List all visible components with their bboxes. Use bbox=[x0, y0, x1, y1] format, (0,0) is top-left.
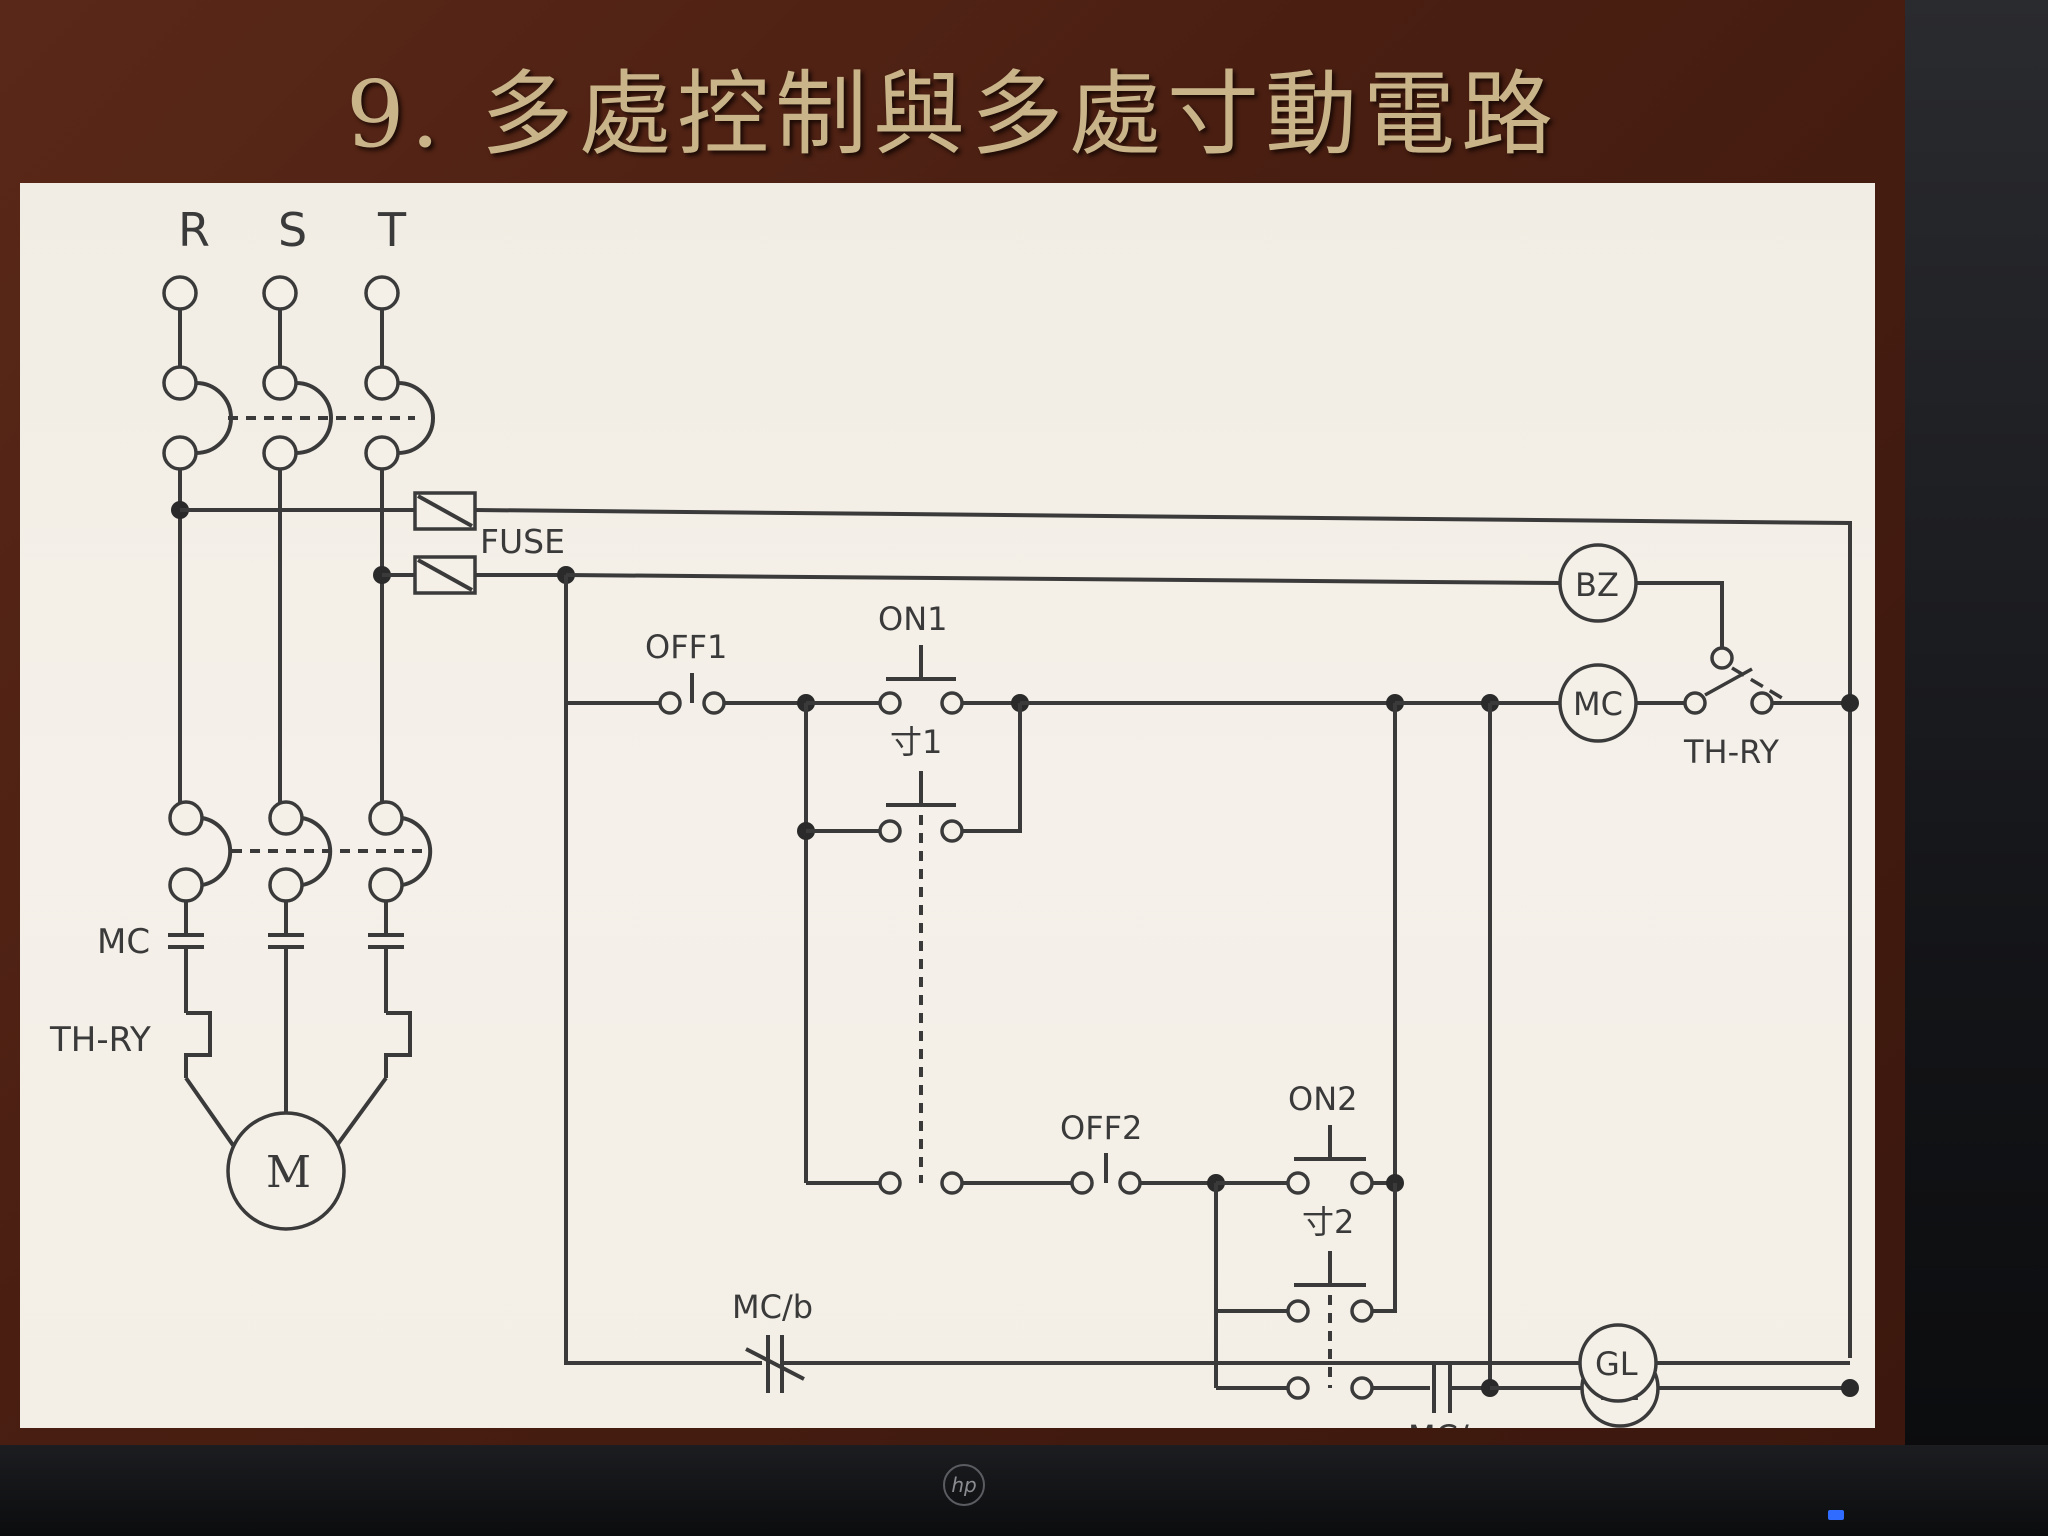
mc-main-contacts bbox=[168, 800, 433, 903]
off2-label: OFF2 bbox=[1060, 1109, 1142, 1147]
power-led bbox=[1828, 1510, 1844, 1520]
off1-button bbox=[658, 673, 726, 715]
slide-screen: 9. 多處控制與多處寸動電路 R S T bbox=[0, 0, 1905, 1445]
off1-label: OFF1 bbox=[645, 628, 727, 666]
buzzer-label: BZ bbox=[1575, 566, 1619, 604]
hp-logo: hp bbox=[943, 1464, 985, 1506]
fuse-1 bbox=[413, 491, 477, 531]
jog1-label: 寸1 bbox=[890, 723, 942, 761]
mc-a-contact bbox=[1432, 1363, 1452, 1413]
jog2-label: 寸2 bbox=[1302, 1203, 1354, 1241]
phase-label-t: T bbox=[377, 203, 407, 257]
jog1-button bbox=[878, 771, 964, 1183]
terminal-s bbox=[262, 275, 298, 311]
phase-label-r: R bbox=[178, 203, 210, 257]
green-lamp-label: GL bbox=[1595, 1345, 1638, 1383]
jog2-nc-contact bbox=[1286, 1376, 1374, 1400]
fuse-label: FUSE bbox=[480, 522, 565, 561]
th-ry-control-label: TH-RY bbox=[1683, 733, 1779, 771]
motor-symbol bbox=[226, 1111, 346, 1231]
fuse-2 bbox=[413, 555, 477, 595]
circuit-schematic: R S T bbox=[49, 203, 1859, 1428]
control-circuit: BZ OFF1 bbox=[474, 508, 1859, 1428]
on1-label: ON1 bbox=[878, 600, 947, 638]
mc-power-label: MC bbox=[97, 922, 150, 962]
jog1-nc-contact bbox=[878, 1171, 964, 1195]
slide-title: 9. 多處控制與多處寸動電路 bbox=[345, 61, 1560, 168]
terminal-r bbox=[162, 275, 198, 311]
on2-label: ON2 bbox=[1288, 1080, 1357, 1118]
terminal-t bbox=[364, 275, 400, 311]
mc-coil-label: MC bbox=[1573, 685, 1623, 723]
power-circuit: R S T bbox=[49, 203, 565, 1231]
main-breaker bbox=[162, 365, 435, 471]
off2-button bbox=[1070, 1153, 1142, 1195]
mc-b-label: MC/b bbox=[732, 1288, 813, 1326]
th-ry-power-label: TH-RY bbox=[49, 1020, 151, 1060]
monitor-bezel bbox=[0, 1445, 2048, 1536]
on2-button bbox=[1286, 1125, 1374, 1195]
jog2-button bbox=[1286, 1251, 1374, 1388]
phase-label-s: S bbox=[278, 203, 307, 257]
circuit-diagram-panel: R S T bbox=[20, 183, 1875, 1428]
on1-button bbox=[878, 645, 964, 715]
th-ry-contact bbox=[1683, 667, 1774, 715]
mc-a-label: MC/a bbox=[1408, 1418, 1488, 1428]
motor-label: M bbox=[266, 1147, 311, 1198]
